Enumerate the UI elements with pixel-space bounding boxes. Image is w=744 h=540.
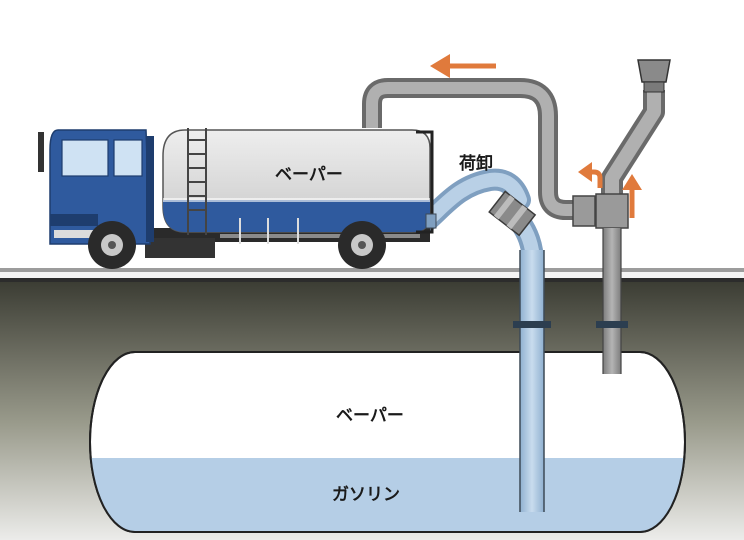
gasoline-level	[90, 458, 685, 532]
vapor-return-pipe	[362, 78, 596, 227]
underground-tank	[89, 351, 686, 533]
truck-tank-label: ベーパー	[275, 165, 343, 185]
cab-window-side	[113, 139, 143, 177]
tank-ladder	[187, 128, 207, 235]
truck-cab	[38, 129, 154, 245]
vent-cap-icon	[637, 59, 671, 93]
vent-valve	[595, 193, 629, 229]
truck-cargo-tank	[162, 128, 434, 244]
tank-gasoline-label: ガソリン	[332, 485, 400, 505]
up-arrow-icon	[578, 162, 642, 218]
unloading-label: 荷卸	[459, 154, 493, 174]
truck-outlet	[425, 213, 437, 229]
fill-pipe-flange	[513, 321, 551, 328]
tank-vapor-label: ベーパー	[336, 406, 404, 426]
left-arrow-icon	[430, 54, 496, 78]
cab-window-front	[61, 139, 109, 177]
fill-coupling	[488, 190, 537, 237]
truck-wheel-front	[88, 221, 136, 269]
tanker-truck	[38, 128, 434, 269]
vent-pipe	[595, 59, 671, 374]
fill-pipe	[417, 168, 551, 512]
truck-wheel-rear	[338, 221, 386, 269]
